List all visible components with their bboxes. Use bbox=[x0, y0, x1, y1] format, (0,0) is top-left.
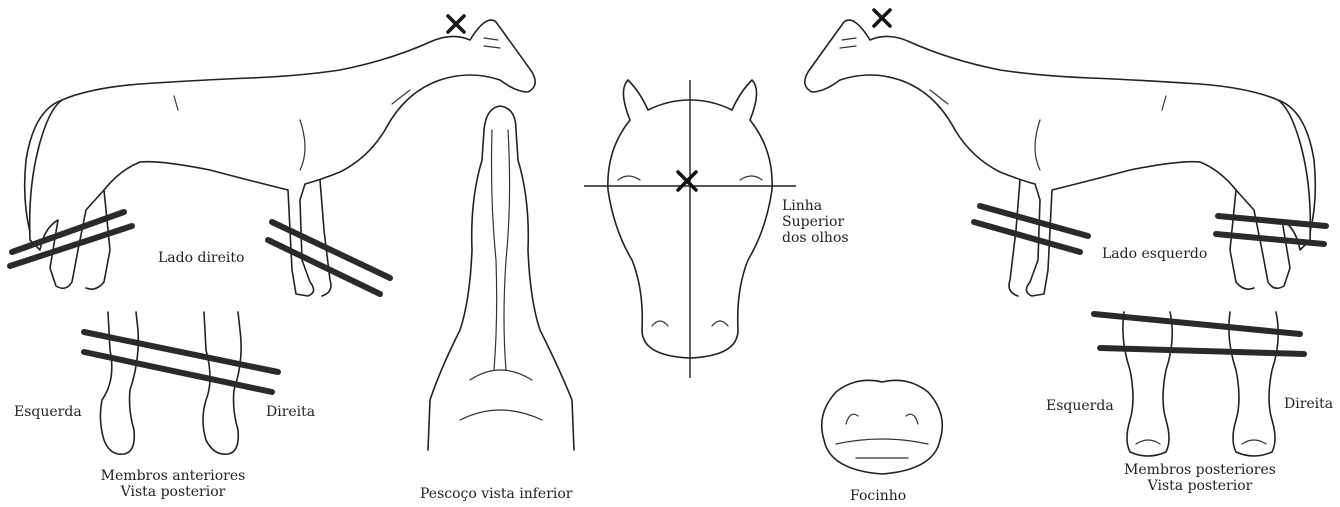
hind-caption-line-2: Vista posterior bbox=[1110, 478, 1290, 494]
front-limbs-caption: Membros anteriores Vista posterior bbox=[88, 468, 258, 500]
eye-line-label-line-2: Superior bbox=[782, 214, 849, 230]
muzzle-figure bbox=[822, 380, 943, 474]
horse-left-side-figure bbox=[805, 10, 1326, 296]
hind-caption-line-1: Membros posteriores bbox=[1110, 462, 1290, 478]
front-right-label: Direita bbox=[266, 404, 315, 420]
horse-right-side-figure bbox=[10, 16, 535, 296]
front-limbs-figure bbox=[84, 312, 278, 454]
eye-line-label: Linha Superior dos olhos bbox=[782, 198, 849, 246]
eye-line-label-line-3: dos olhos bbox=[782, 230, 849, 246]
head-front-figure bbox=[584, 80, 796, 378]
eye-line-label-line-1: Linha bbox=[782, 198, 849, 214]
front-caption-line-1: Membros anteriores bbox=[88, 468, 258, 484]
hind-left-label: Esquerda bbox=[1046, 398, 1114, 414]
front-caption-line-2: Vista posterior bbox=[88, 484, 258, 500]
right-side-label: Lado direito bbox=[158, 250, 244, 266]
hind-right-label: Direita bbox=[1284, 396, 1333, 412]
left-side-label: Lado esquerdo bbox=[1102, 246, 1207, 262]
hind-limbs-figure bbox=[1094, 312, 1304, 456]
front-left-label: Esquerda bbox=[14, 404, 82, 420]
hind-limbs-caption: Membros posteriores Vista posterior bbox=[1110, 462, 1290, 494]
neck-inferior-figure bbox=[428, 106, 574, 450]
muzzle-caption: Focinho bbox=[850, 488, 906, 504]
neck-caption: Pescoço vista inferior bbox=[420, 486, 573, 502]
